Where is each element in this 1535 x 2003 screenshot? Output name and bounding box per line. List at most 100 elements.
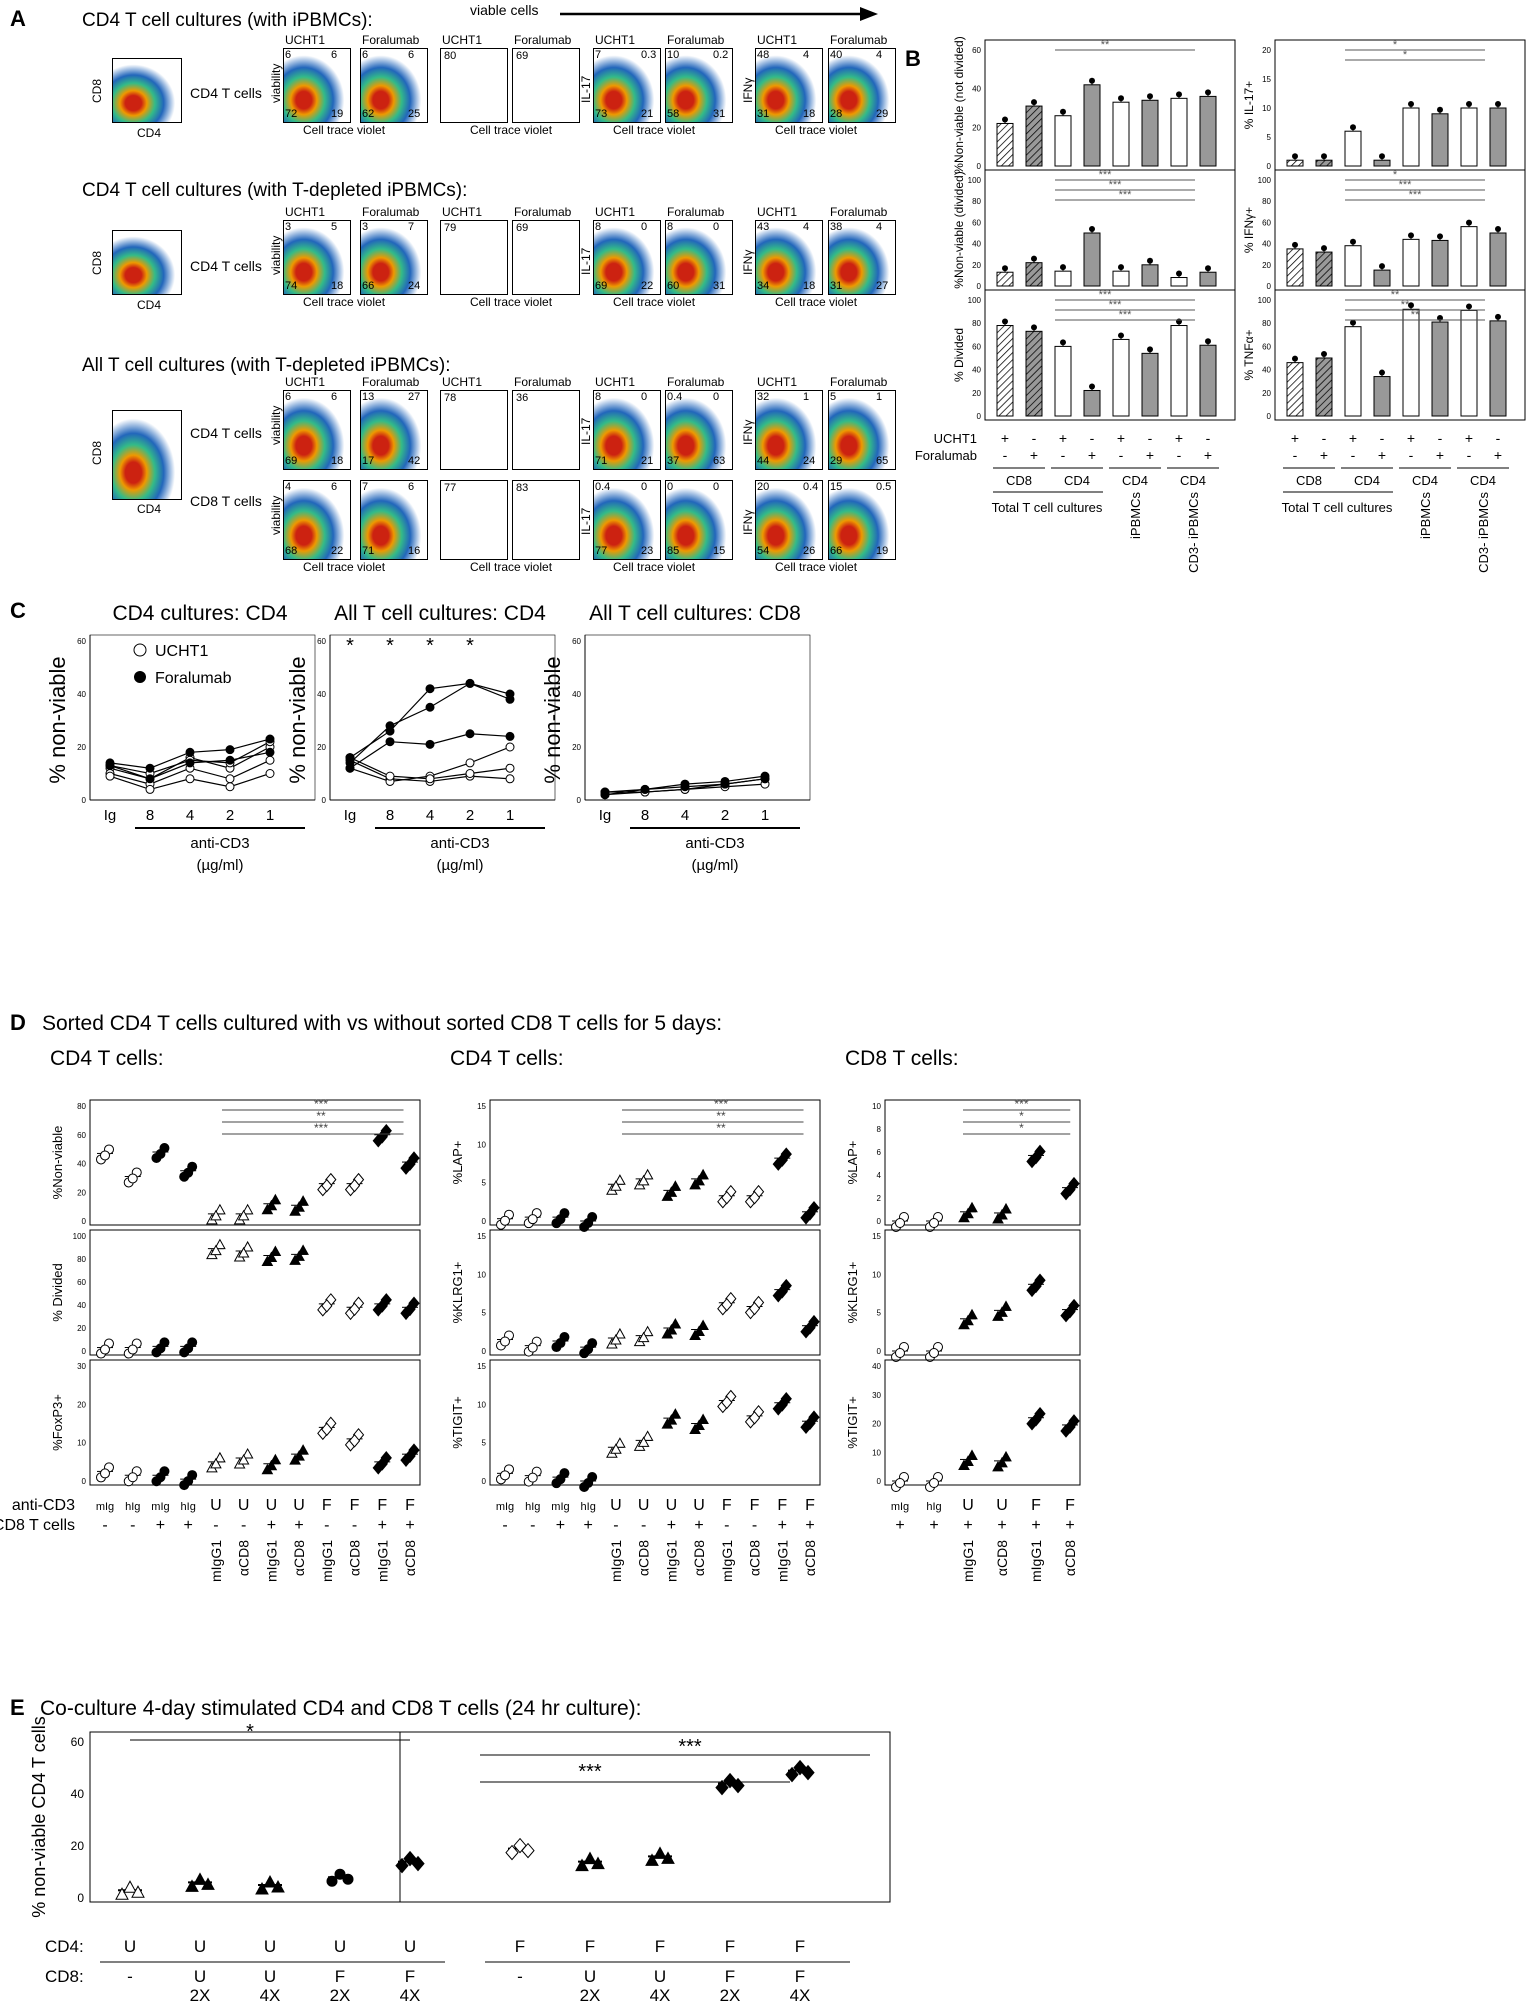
flow-plot-ifng: [755, 390, 823, 470]
total-t-cell-cultures-label: Total T cell cultures: [1282, 500, 1393, 515]
ucht1-header: UCHT1: [757, 33, 798, 47]
panel-d-label: D: [10, 1010, 26, 1035]
y-tick-label: 10: [1262, 104, 1271, 113]
cell-trace-histogram: [440, 220, 508, 295]
data-point: [425, 702, 435, 712]
data-point-triangle: [645, 1853, 659, 1866]
data-point-diamond: [1030, 1412, 1042, 1427]
significance-stars: **: [316, 1109, 326, 1123]
data-point-triangle: [614, 1174, 626, 1185]
cell-trace-histogram: [512, 390, 580, 470]
significance-star: *: [246, 1721, 254, 1743]
data-point-triangle: [697, 1319, 709, 1331]
quadrant-value: 10: [667, 49, 680, 61]
panel-c-title: All T cell cultures: CD8: [589, 602, 801, 625]
y-tick-label: 10: [477, 1400, 486, 1409]
data-point: [1379, 153, 1385, 160]
y-axis-ifng: IFNγ: [741, 77, 755, 103]
quadrant-value: 1: [876, 391, 883, 403]
anti-cd3-label: U: [293, 1497, 305, 1514]
y-tick-label: 80: [972, 197, 981, 206]
data-point: [1408, 101, 1414, 107]
cd4-value: U: [334, 1937, 346, 1956]
cd8-sign: +: [556, 1517, 565, 1534]
legend-foralumab-marker: [134, 671, 146, 683]
data-point-triangle: [693, 1174, 705, 1186]
data-point: [265, 755, 275, 765]
quadrant-value: 6: [331, 391, 338, 403]
data-point-diamond: [721, 1190, 733, 1205]
foralumab-sign: +: [1378, 447, 1386, 463]
x-tick-label: 8: [641, 807, 649, 824]
data-point: [1466, 219, 1472, 226]
y-tick-label: 30: [77, 1362, 86, 1371]
x-tick-label: 8: [386, 807, 394, 824]
ucht1-sign: -: [1322, 430, 1327, 446]
x-axis-ctv: Cell trace violet: [613, 560, 696, 574]
quadrant-value: 21: [641, 108, 654, 120]
group-label: CD4: [1412, 473, 1438, 488]
y-axis-label: % Divided: [952, 328, 966, 382]
data-point-triangle: [669, 1180, 682, 1191]
cd8-sign: +: [267, 1517, 276, 1534]
data-point: [640, 784, 650, 794]
data-point: [1147, 93, 1153, 100]
data-point-triangle: [637, 1436, 650, 1447]
quadrant-value: 0: [713, 391, 720, 403]
x-tick-label: Ig: [599, 807, 612, 824]
quadrant-value: 8: [595, 221, 602, 233]
data-point-triangle: [641, 1168, 654, 1180]
data-point: [1321, 153, 1327, 160]
data-point: [105, 771, 115, 781]
data-point-diamond: [521, 1842, 535, 1859]
y-tick-label: 10: [872, 1270, 881, 1279]
data-point-circle: [342, 1873, 354, 1885]
data-point: [600, 787, 610, 797]
data-point-triangle: [665, 1186, 678, 1197]
cd4-value: F: [655, 1937, 665, 1956]
foralumab-sign: -: [1293, 447, 1298, 463]
ratio-value: 2X: [330, 1986, 351, 2003]
flow-plot-via: [360, 48, 428, 123]
panel-c-title: All T cell cultures: CD4: [334, 602, 546, 625]
data-point: [1350, 238, 1356, 245]
anti-cd3-label: hIg: [525, 1501, 540, 1513]
significance-stars: *: [1393, 169, 1398, 181]
bar: [1402, 238, 1420, 287]
histogram-percent: 80: [444, 50, 457, 62]
y-tick-label: 15: [1262, 75, 1271, 84]
quadrant-value: 0: [641, 391, 648, 403]
antibody-label: αCD8: [291, 1540, 307, 1576]
quadrant-value: 34: [757, 280, 770, 292]
significance-stars: ***: [714, 1097, 728, 1111]
antibody-label: αCD8: [802, 1540, 818, 1576]
y-tick-label: 2: [877, 1194, 882, 1203]
cd8-sign: +: [584, 1517, 593, 1534]
y-axis-via: viability: [269, 405, 283, 445]
group-label: CD8: [1006, 473, 1032, 488]
data-point: [1031, 99, 1037, 106]
quadrant-value: 58: [667, 108, 680, 120]
data-point: [385, 737, 395, 747]
y-tick-label: 0: [82, 1217, 87, 1226]
data-point: [465, 678, 475, 688]
data-point: [1437, 233, 1443, 240]
cd4-value: U: [404, 1937, 416, 1956]
plot-frame: [884, 1359, 1081, 1486]
y-axis-label: % non-viable: [45, 656, 70, 783]
bar: [1025, 105, 1043, 167]
ucht1-header: UCHT1: [757, 205, 798, 219]
foralumab-header: Foralumab: [830, 205, 888, 219]
bar: [1460, 309, 1478, 417]
y-tick-label: 15: [477, 1362, 486, 1371]
quadrant-value: 4: [803, 221, 810, 233]
y-tick-label: 0: [1267, 412, 1272, 421]
data-point-triangle: [693, 1419, 705, 1430]
data-point-triangle: [269, 1245, 282, 1257]
data-point: [1466, 303, 1472, 310]
y-axis-label: %KLRG1+: [450, 1262, 465, 1324]
y-tick-label: 60: [77, 1278, 86, 1287]
data-point-diamond: [348, 1302, 361, 1317]
data-point-diamond: [321, 1178, 333, 1193]
